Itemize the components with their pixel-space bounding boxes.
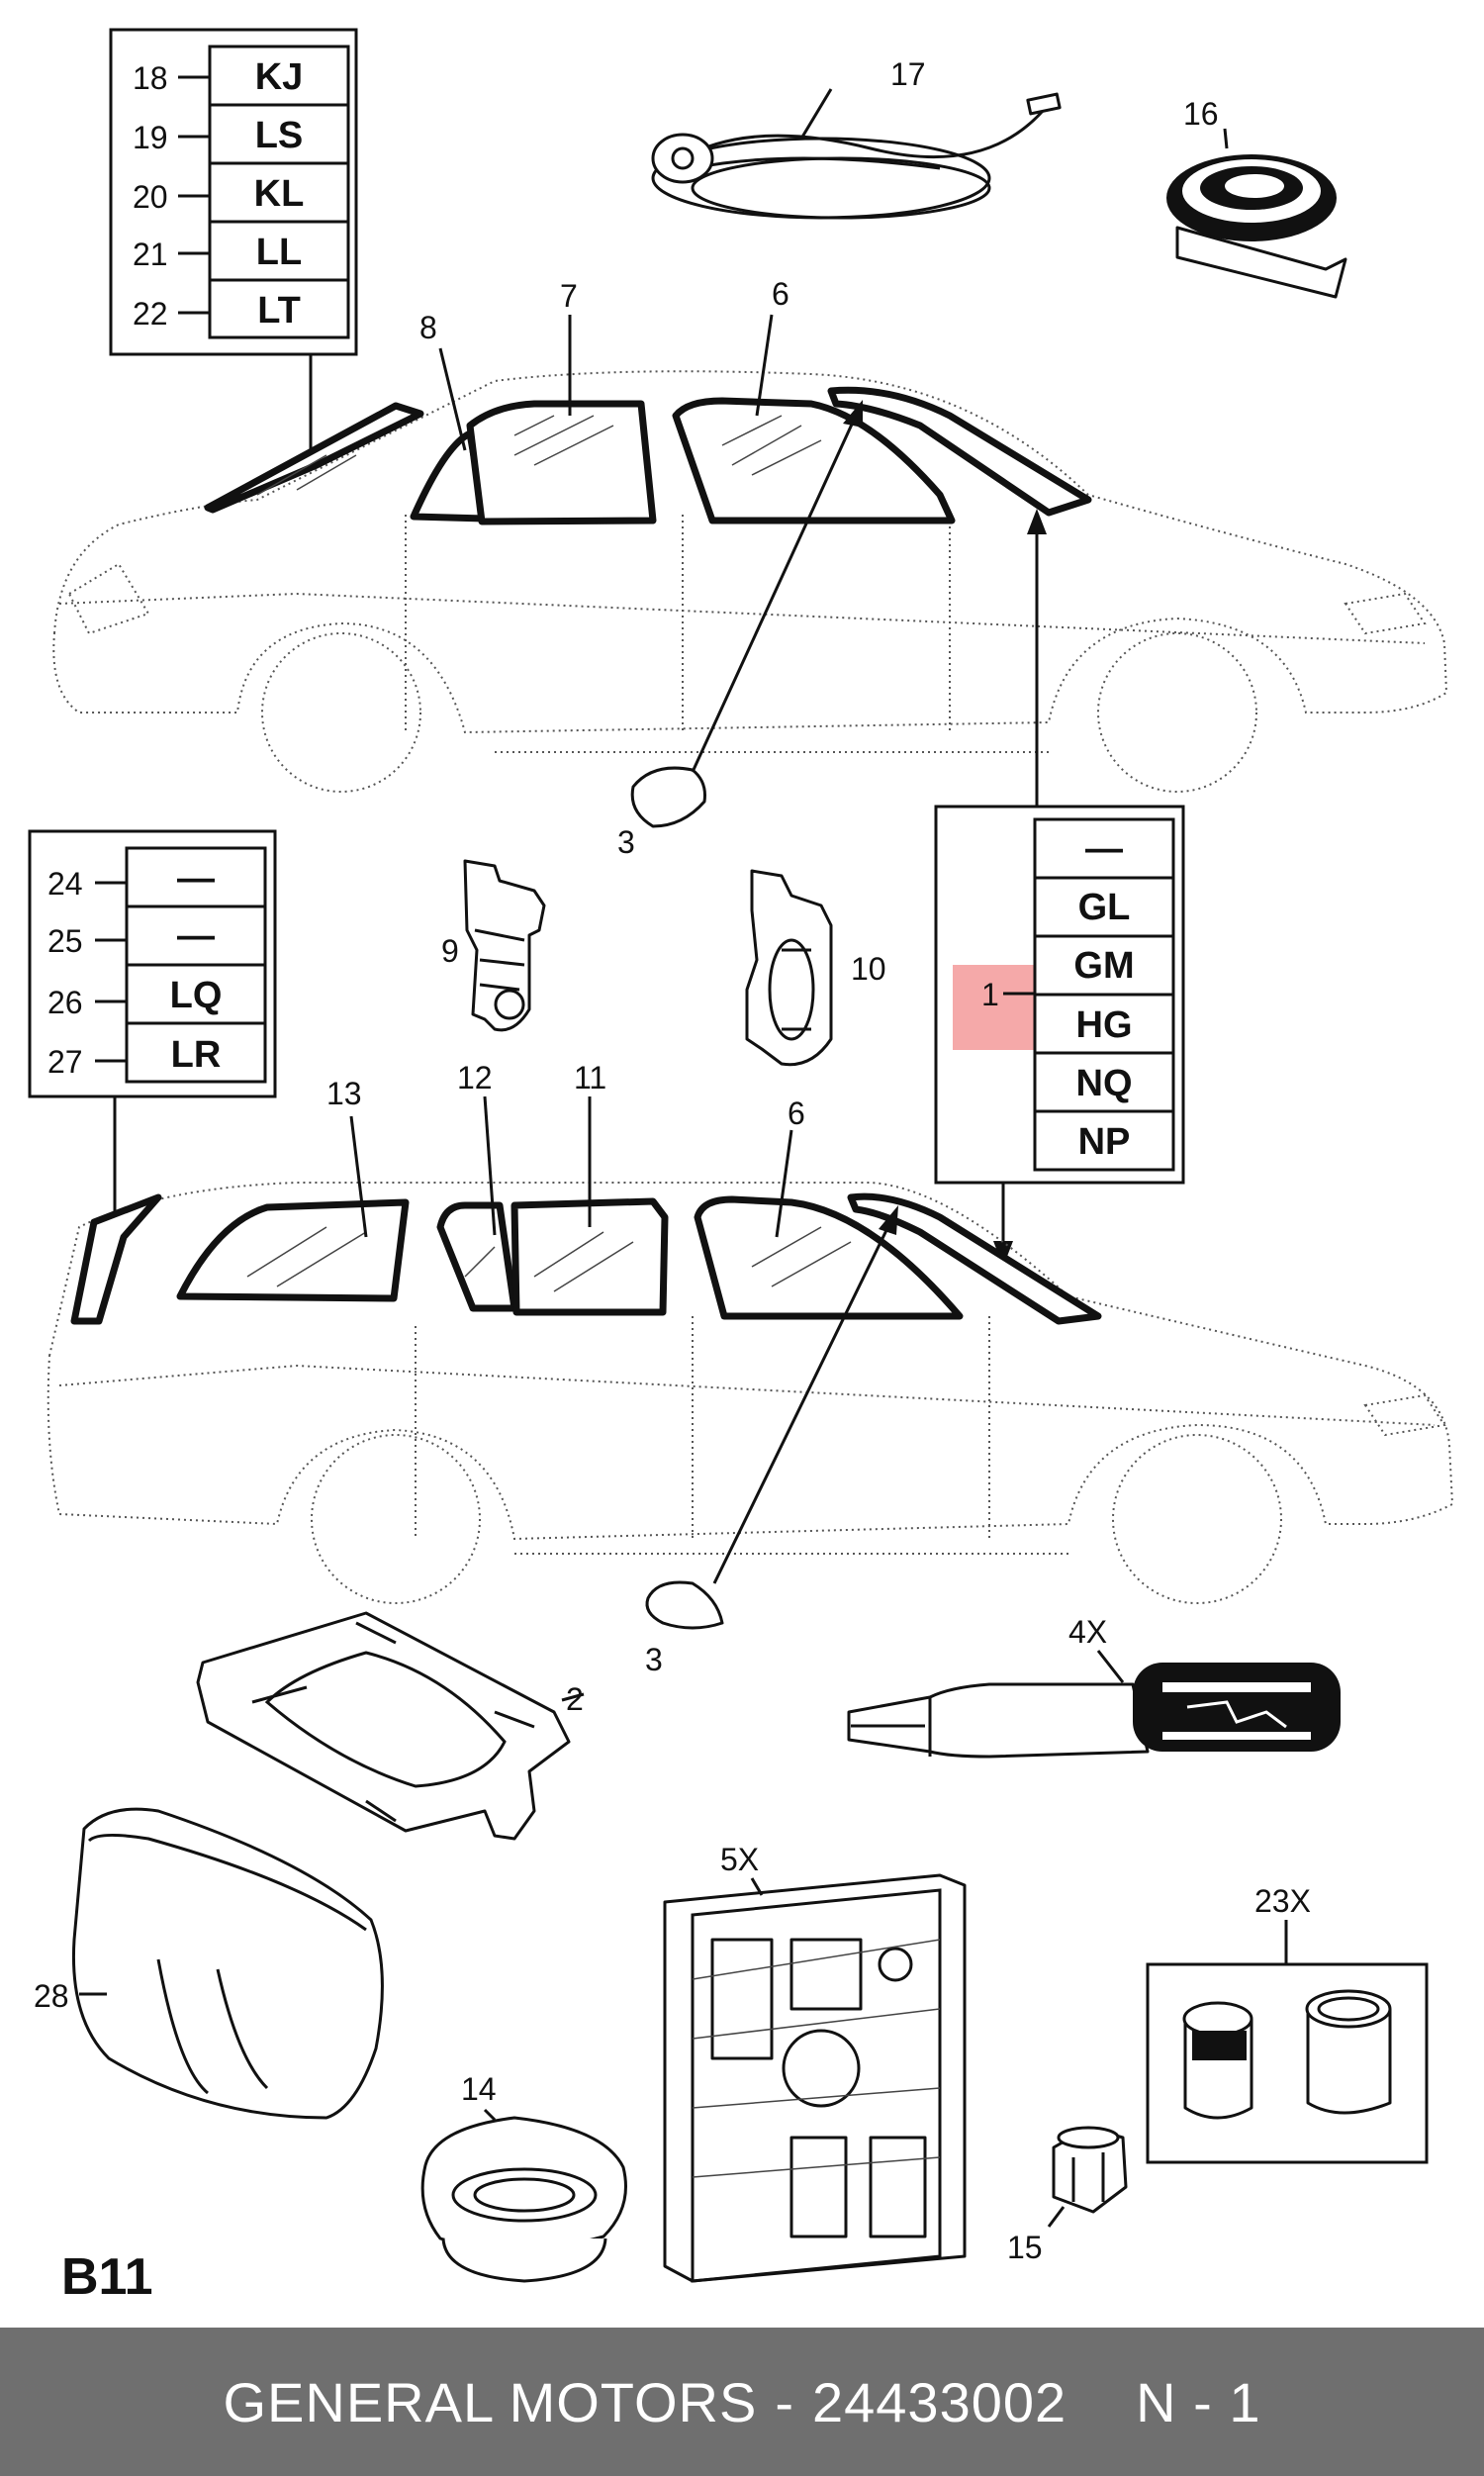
callout-4x: 4X (1068, 1614, 1107, 1650)
callout-11: 11 (574, 1060, 606, 1095)
callout-3: 3 (617, 824, 635, 860)
callout-2: 2 (566, 1681, 584, 1717)
callout-3: 3 (645, 1642, 663, 1677)
highlight-marker (953, 965, 1044, 1050)
legend-code: KJ (255, 56, 304, 98)
callout-7: 7 (560, 278, 578, 314)
legend-code: — (177, 915, 215, 957)
footer-part-number: 24433002 (812, 2370, 1067, 2433)
page-code: B11 (61, 2248, 153, 2306)
legend-num: 24 (47, 866, 83, 902)
legend-num: 26 (47, 985, 83, 1020)
callout-10: 10 (851, 951, 886, 987)
part-28-lens: 28 (34, 1807, 384, 2120)
footer-separator: - (775, 2370, 794, 2433)
part-9-clip: 9 (441, 859, 546, 1032)
part-16-tape-roll: 16 (1166, 96, 1347, 299)
footer-brand: GENERAL MOTORS (223, 2370, 758, 2433)
callout-12: 12 (457, 1060, 493, 1095)
callout-28: 28 (34, 1978, 69, 2014)
wagon-rear-pillar-strip (70, 1193, 162, 1325)
part-14-grommet: 14 (420, 2071, 627, 2283)
legend-right: 1 — GL GM HG NQ NP (934, 805, 1185, 1267)
legend-num: 22 (133, 296, 168, 332)
part-15-nut: 15 (1007, 2126, 1128, 2265)
legend-code: HG (1076, 1004, 1133, 1046)
legend-code: LL (256, 232, 302, 273)
legend-num: 19 (133, 120, 168, 155)
legend-num: 20 (133, 179, 168, 215)
part-5x-kit: 5X (663, 1842, 967, 2283)
part-4x-cartridge: 4X (847, 1614, 1341, 1759)
wagon-rear-door-window (510, 1197, 669, 1316)
part-2-frame: 2 (196, 1611, 585, 1841)
car-sedan: 8 7 6 3 (52, 276, 1448, 860)
legend-code: KL (254, 173, 305, 215)
legend-code: GL (1078, 887, 1131, 928)
legend-top-left: 18 19 20 21 22 KJ LS KL LL LT (109, 28, 358, 465)
legend-code: — (177, 858, 215, 900)
legend-code: LR (171, 1034, 222, 1076)
legend-code: NP (1078, 1121, 1131, 1163)
legend-num: 1 (981, 977, 999, 1012)
footer-bar: GENERAL MOTORS - 24433002 N - 1 (0, 2328, 1484, 2476)
part-10-clip: 10 (745, 869, 886, 1067)
wagon-front-door-window (694, 1195, 964, 1320)
sedan-front-door-window (466, 400, 657, 525)
sedan-rear-door-window (672, 397, 956, 524)
cylinder-a (1182, 2001, 1253, 2120)
parts-diagram: 18 19 20 21 22 KJ LS KL LL LT 17 16 (28, 28, 1454, 2306)
legend-num: 25 (47, 923, 83, 959)
legend-code: LQ (170, 975, 223, 1016)
wagon-quarter-window (436, 1201, 518, 1312)
callout-13: 13 (326, 1076, 362, 1111)
callout-6: 6 (788, 1095, 805, 1131)
sedan-windshield-strip (204, 402, 424, 514)
legend-num: 18 (133, 60, 168, 96)
legend-code: GM (1073, 945, 1134, 987)
legend-num: 21 (133, 237, 168, 272)
callout-15: 15 (1007, 2230, 1043, 2265)
callout-5x: 5X (720, 1842, 759, 1877)
callout-6: 6 (772, 276, 789, 312)
callout-8: 8 (419, 310, 437, 345)
legend-mid-left: 24 25 26 27 — — LQ LR (28, 829, 277, 1227)
wagon-rear-side-window (176, 1198, 410, 1302)
car-wagon: 13 12 11 6 3 (46, 1060, 1454, 1677)
footer-page: N - 1 (1136, 2370, 1261, 2433)
legend-num: 27 (47, 1044, 83, 1080)
callout-14: 14 (461, 2071, 497, 2107)
legend-code: LT (257, 290, 301, 332)
callout-9: 9 (441, 933, 459, 969)
legend-code: NQ (1076, 1063, 1133, 1104)
callout-17: 17 (890, 56, 926, 92)
legend-code: — (1085, 828, 1123, 870)
cylinder-b (1305, 1989, 1392, 2115)
callout-16: 16 (1183, 96, 1219, 132)
legend-code: LS (255, 115, 304, 156)
wagon-windshield-strip (847, 1192, 1102, 1325)
part-23x-box: 23X (1146, 1883, 1429, 2164)
callout-23x: 23X (1254, 1883, 1311, 1919)
part-17-cable: 17 (651, 56, 1062, 220)
